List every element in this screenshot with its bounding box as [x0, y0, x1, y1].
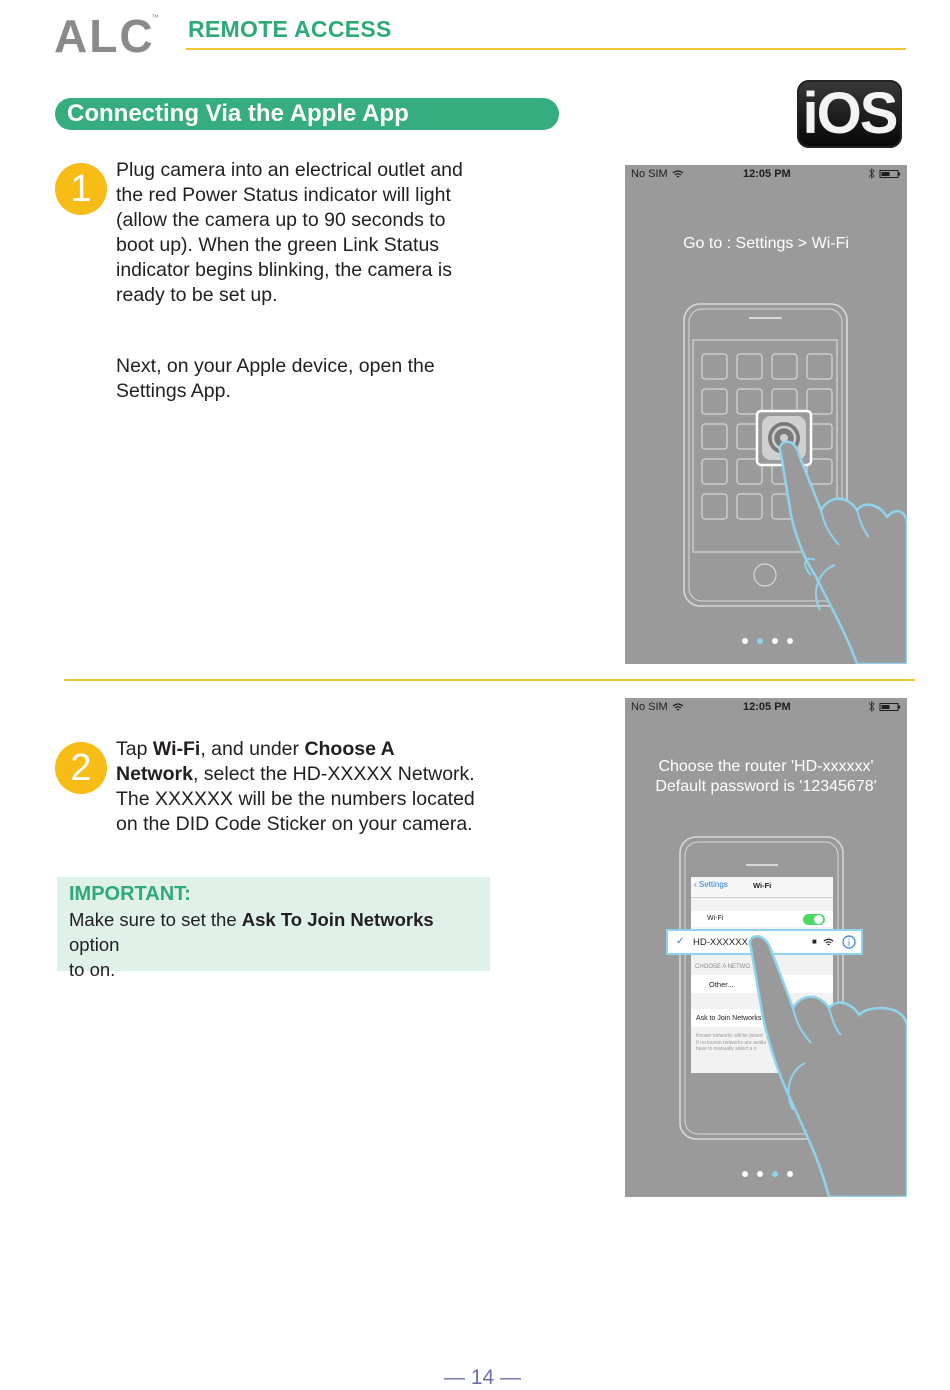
- important-text: Make sure to set the Ask To Join Network…: [69, 909, 434, 980]
- checkmark-icon: ✓: [676, 936, 685, 947]
- page-dots: [742, 1171, 793, 1177]
- step-1-line: Plug camera into an electrical outlet an…: [116, 159, 463, 181]
- step-1-next-line: Settings App.: [116, 380, 231, 402]
- step-1-line: boot up). When the green Link Status: [116, 234, 440, 256]
- logo-trademark: ™: [151, 13, 159, 22]
- wifi-status-icon: [672, 703, 684, 711]
- nav-title: Wi-Fi: [753, 881, 772, 890]
- step-1-number: 1: [55, 163, 107, 215]
- ios-badge: iOS: [797, 80, 902, 148]
- nav-bar: ‹ Settings Wi-Fi: [691, 877, 833, 898]
- step-2-number: 2: [55, 742, 107, 794]
- step-1-next-text: Next, on your Apple device, open the Set…: [116, 354, 516, 404]
- logo-text: ALC: [54, 10, 155, 58]
- info-icon[interactable]: i: [842, 935, 856, 949]
- page-dot-active: [772, 1171, 778, 1177]
- page-number: — 14 —: [443, 1366, 522, 1389]
- wifi-status-icon: [672, 170, 684, 178]
- step-1-line: the red Power Status indicator will ligh…: [116, 184, 451, 206]
- choose-a-emphasis: Choose A: [304, 738, 395, 760]
- section-title: REMOTE ACCESS: [188, 16, 392, 42]
- network-name: HD-XXXXXX: [693, 937, 748, 948]
- status-time: 12:05 PM: [743, 701, 791, 713]
- wifi-emphasis: Wi-Fi: [152, 738, 201, 760]
- ask-to-join-description: Known networks will be joined If no know…: [696, 1033, 767, 1052]
- screenshot-settings: No SIM 12:05 PM Go to : Settings > Wi-Fi: [625, 165, 907, 664]
- hand-illustration: [748, 935, 907, 1197]
- page-dot: [757, 1171, 763, 1177]
- alc-logo: ALC ™: [54, 10, 159, 58]
- status-carrier: No SIM: [631, 701, 668, 713]
- page-dot: [742, 1171, 748, 1177]
- page-dot: [742, 638, 748, 644]
- header-rule: [186, 48, 906, 50]
- ask-to-join-emphasis: Ask To Join Networks: [241, 909, 434, 930]
- status-time: 12:05 PM: [743, 168, 791, 180]
- lock-icon: ■: [812, 937, 817, 946]
- screen-2-caption: Choose the router 'HD-xxxxxx' Default pa…: [655, 758, 877, 795]
- screenshot-wifi: No SIM 12:05 PM Choose the router 'HD-xx…: [625, 698, 907, 1197]
- step-1-next-line: Next, on your Apple device, open the: [116, 355, 435, 377]
- back-button[interactable]: ‹ Settings: [694, 880, 728, 889]
- step-1-line: ready to be set up.: [116, 284, 278, 306]
- page-dot: [787, 1171, 793, 1177]
- step-1-line: indicator begins blinking, the camera is: [116, 259, 453, 281]
- important-title: IMPORTANT:: [69, 883, 191, 905]
- screen-1-caption: Go to : Settings > Wi-Fi: [683, 235, 849, 252]
- choose-network-header: CHOOSE A NETWO: [695, 964, 751, 970]
- section-divider: [64, 679, 915, 681]
- wifi-signal-icon: [823, 938, 834, 946]
- page-dots: [742, 638, 793, 644]
- svg-text:i: i: [848, 938, 851, 948]
- section-banner: Connecting Via the Apple App: [55, 98, 559, 130]
- important-note: IMPORTANT: Make sure to set the Ask To J…: [57, 877, 490, 980]
- step-1-text: Plug camera into an electrical outlet an…: [116, 158, 516, 308]
- battery-icon: [868, 168, 901, 179]
- step-1-line: (allow the camera up to 90 seconds to: [116, 209, 446, 231]
- status-carrier: No SIM: [631, 168, 668, 180]
- battery-icon: [868, 701, 901, 712]
- page-dot: [787, 638, 793, 644]
- step-2-text: Tap Wi-Fi, and under Choose A Network, s…: [116, 738, 475, 835]
- settings-illustration: [683, 303, 907, 664]
- wifi-phone-outline: [679, 836, 844, 1140]
- network-emphasis: Network: [116, 763, 193, 785]
- page-dot-active: [757, 638, 763, 644]
- page-dot: [772, 638, 778, 644]
- wifi-toggle-row[interactable]: Wi-Fi: [691, 911, 833, 927]
